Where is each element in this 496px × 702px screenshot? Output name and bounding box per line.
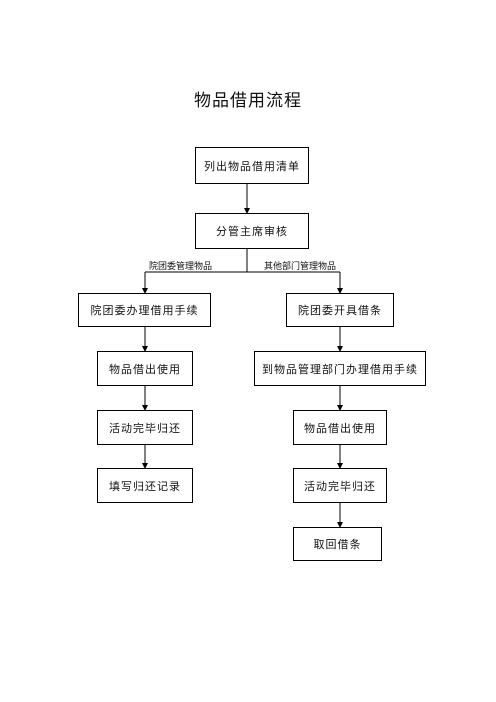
- node-left-4: 填写归还记录: [97, 468, 193, 503]
- node-right-4: 活动完毕归还: [293, 468, 387, 503]
- node-right-1: 院团委开具借条: [286, 293, 394, 327]
- node-right-5: 取回借条: [293, 527, 382, 561]
- node-right-3: 物品借出使用: [293, 410, 387, 445]
- branch-label-left: 院团委管理物品: [149, 262, 213, 272]
- node-right-2: 到物品管理部门办理借用手续: [254, 351, 426, 386]
- node-left-3: 活动完毕归还: [97, 410, 193, 445]
- node-review: 分管主席审核: [195, 213, 309, 249]
- branch-label-right: 其他部门管理物品: [264, 262, 337, 272]
- page-title: 物品借用流程: [194, 91, 302, 111]
- node-left-1: 院团委办理借用手续: [78, 293, 211, 327]
- node-list: 列出物品借用清单: [195, 147, 309, 184]
- node-left-2: 物品借出使用: [97, 351, 193, 386]
